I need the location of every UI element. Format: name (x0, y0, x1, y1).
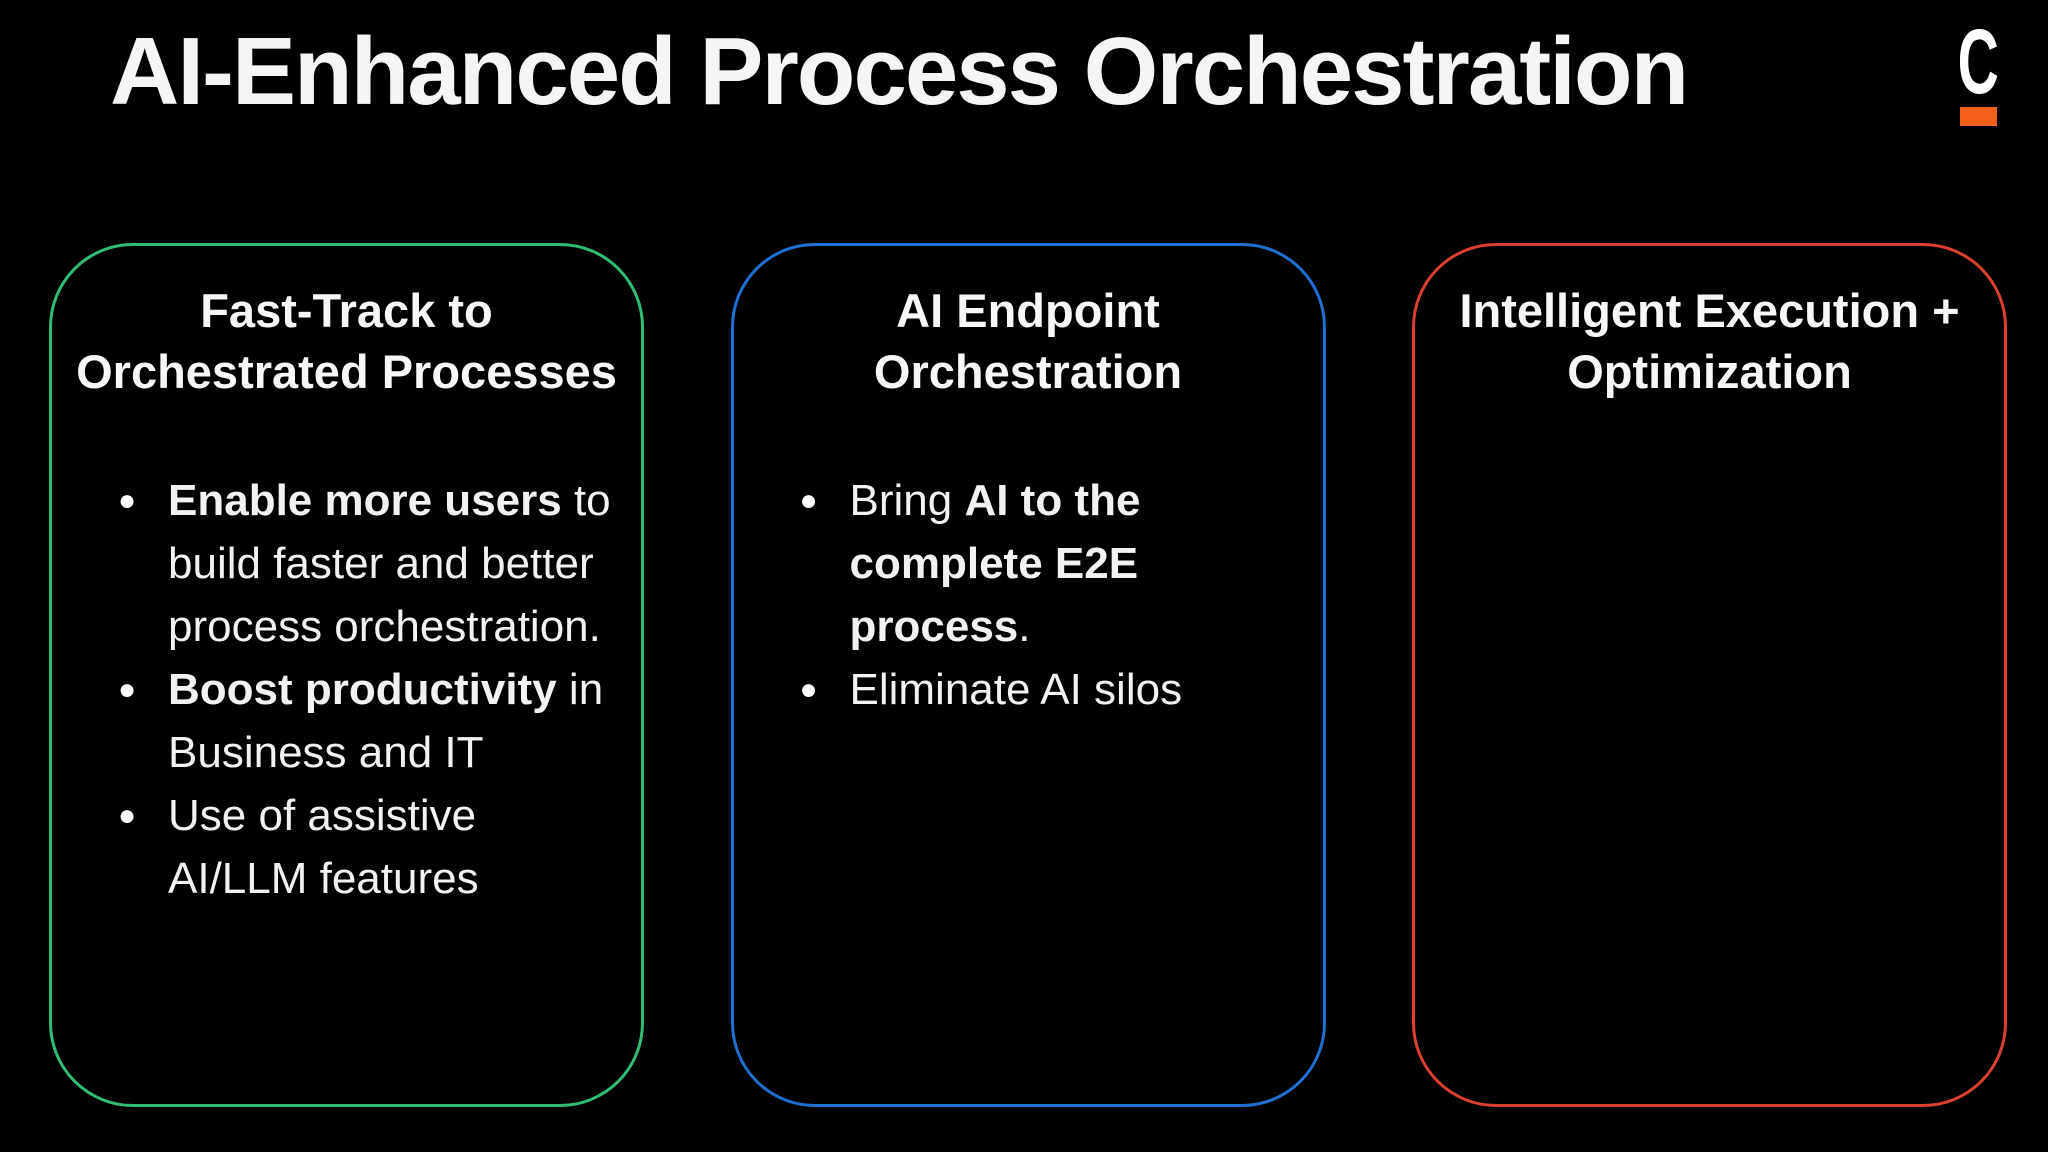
bullet-text: Use of assistive AI/LLM features (168, 791, 479, 903)
header: AI-Enhanced Process Orchestration C (0, 0, 2048, 180)
card-intelligent-execution: Intelligent Execution + Optimization (1412, 243, 2007, 1107)
card-title: AI Endpoint Orchestration (873, 284, 1183, 398)
bullet-text: Bring AI to the complete E2E process. (849, 476, 1141, 651)
card-fast-track: Fast-Track to Orchestrated Processes ● En… (49, 243, 644, 1107)
list-item: ● Eliminate AI silos (800, 658, 1297, 721)
card-title: Intelligent Execution + Optimization (1459, 284, 1960, 398)
bullet-list: ● Enable more users to build faster and b… (118, 469, 615, 910)
bullet-text: Boost productivity in Business and IT (168, 665, 604, 777)
company-logo: C (1957, 11, 1999, 126)
bullet-text: Enable more users to build faster and be… (168, 476, 611, 651)
card-ai-endpoint: AI Endpoint Orchestration ● Bring AI to t… (730, 243, 1326, 1107)
bullet-dot-icon: ● (799, 673, 818, 706)
list-item: ● Use of assistive AI/LLM features (118, 784, 615, 910)
bullet-dot-icon: ● (118, 799, 137, 832)
page-title: AI-Enhanced Process Orchestration (110, 18, 1689, 125)
bullet-text: Eliminate AI silos (849, 665, 1183, 714)
list-item: ● Boost productivity in Business and IT (118, 658, 615, 784)
bullet-dot-icon: ● (118, 484, 137, 517)
bullet-dot-icon: ● (118, 673, 137, 706)
list-item: ● Bring AI to the complete E2E process. (800, 469, 1297, 658)
logo-letter-icon: C (1957, 11, 1999, 113)
cards-row: Fast-Track to Orchestrated Processes ● En… (49, 243, 2007, 1107)
list-item: ● Enable more users to build faster and b… (118, 469, 615, 658)
card-title: Fast-Track to Orchestrated Processes (76, 284, 617, 398)
bullet-list: ● Bring AI to the complete E2E process. ● E… (800, 469, 1297, 721)
bullet-dot-icon: ● (799, 484, 818, 517)
logo-underline-icon (1959, 107, 1997, 126)
